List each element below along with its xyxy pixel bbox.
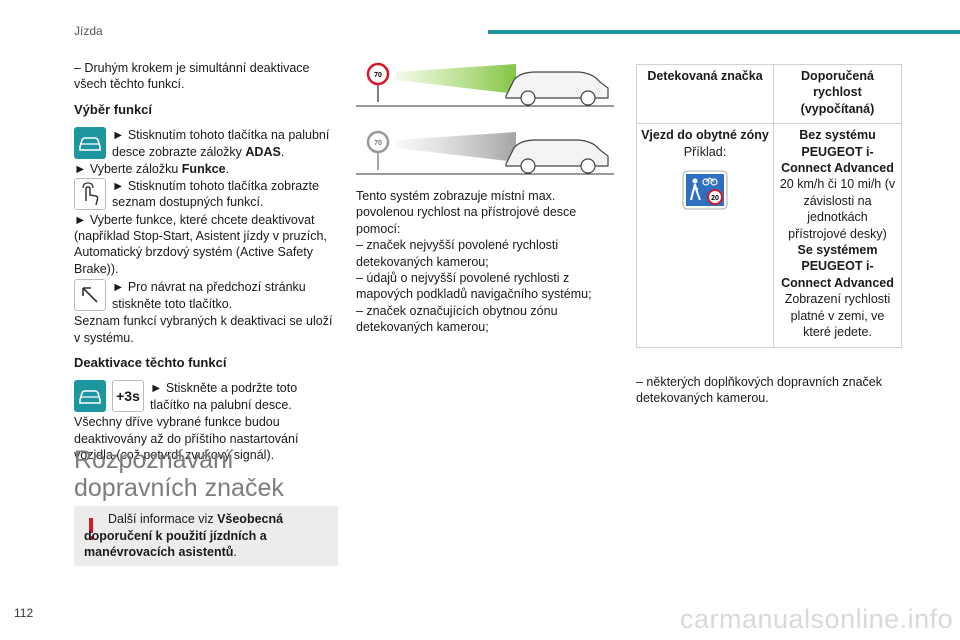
car-icon xyxy=(74,380,106,413)
table-cell: Vjezd do obytné zóny Příklad: 20 xyxy=(636,123,774,348)
note-text: Další informace viz xyxy=(108,512,218,526)
car-icon xyxy=(74,127,106,160)
table-row: Vjezd do obytné zóny Příklad: 20 Bez sys… xyxy=(636,123,902,348)
speed-sign-text: 70 xyxy=(374,72,382,79)
section-title: Rozpoznávání dopravních značek xyxy=(74,446,284,502)
page-number: 112 xyxy=(14,606,34,620)
step1-text: ► Stisknutím tohoto tlačítka na palubní … xyxy=(112,128,330,159)
heading-deactivate: Deaktivace těchto funkcí xyxy=(74,355,227,371)
column-left: – Druhým krokem je simultánní deaktivace… xyxy=(74,60,340,464)
timer-3s-icon: +3s xyxy=(112,380,144,413)
step1-bold: ADAS xyxy=(245,144,281,159)
note-link-text: Všeobecná doporučení k použití jízdních … xyxy=(84,512,284,560)
step8-text: Všechny dříve vybrané funkce budou deakt… xyxy=(74,415,299,463)
list-item: – značek označujících obytnou zónu detek… xyxy=(356,303,558,335)
step-hold: +3s ► Stiskněte a podržte toto tlačítko … xyxy=(74,380,340,414)
back-arrow-icon xyxy=(74,279,106,312)
speed-table: Detekovaná značka Doporučená rychlost (v… xyxy=(636,63,902,348)
step3-text: ► Stisknutím tohoto tlačítka zobrazte se… xyxy=(112,178,319,210)
example-label: Příklad: xyxy=(683,144,727,159)
speed-sign-text: 70 xyxy=(374,140,382,147)
table-cell: Bez systému PEUGEOT i-Connect Advanced 2… xyxy=(773,123,902,348)
list-item: – značek nejvyšší povolené rychlosti det… xyxy=(356,238,559,269)
step-adas: ► Stisknutím tohoto tlačítka na palubní … xyxy=(74,127,340,161)
column-middle: Tento systém zobrazuje místní max. povol… xyxy=(356,188,612,336)
intro-text: – Druhým krokem je simultánní deaktivace… xyxy=(74,61,310,92)
illustration-sign-missed: 70 xyxy=(356,126,614,182)
residential-zone-sign-icon: 20 xyxy=(682,170,728,210)
timer-label: +3s xyxy=(116,388,140,405)
table-header: Doporučená rychlost (vypočítaná) xyxy=(773,63,902,125)
step6-text: Seznam funkcí vybraných k deaktivaci se … xyxy=(74,314,333,345)
zone-speed-text: 20 xyxy=(711,195,719,202)
table-header-row: Detekovaná značka Doporučená rychlost (v… xyxy=(636,63,902,125)
step-back: ► Pro návrat na předchozí stránku stiskn… xyxy=(74,279,340,313)
heading-select-functions: Výběr funkcí xyxy=(74,101,153,117)
step4-text: ► Vyberte funkce, které chcete deaktivov… xyxy=(74,212,327,276)
illustration-sign-detected: 70 xyxy=(356,58,614,114)
column-right-text: – některých doplňkových dopravních znače… xyxy=(636,374,886,407)
table-header: Detekovaná značka xyxy=(636,63,774,125)
zone-label: Vjezd do obytné zóny xyxy=(641,128,769,143)
touch-icon xyxy=(74,177,106,210)
info-note: Další informace viz Všeobecná doporučení… xyxy=(74,506,338,566)
step7-text: ► Stiskněte a podržte toto tlačítko na p… xyxy=(150,381,298,412)
header-bar xyxy=(488,30,960,34)
list-item: – některých doplňkových dopravních znače… xyxy=(636,375,882,406)
watermark: carmanualsonline.info xyxy=(680,604,954,634)
section-header: Jízda xyxy=(74,24,103,38)
step5-text: ► Pro návrat na předchozí stránku stiskn… xyxy=(112,280,306,311)
step2: ► Vyberte záložku Funkce. xyxy=(74,162,230,177)
list-item: – údajů o nejvyšší povolené rychlosti z … xyxy=(356,271,592,302)
system-intro: Tento systém zobrazuje místní max. povol… xyxy=(356,189,577,236)
exclamation-icon xyxy=(89,518,93,540)
step-functions-list: ► Stisknutím tohoto tlačítka zobrazte se… xyxy=(74,177,340,212)
